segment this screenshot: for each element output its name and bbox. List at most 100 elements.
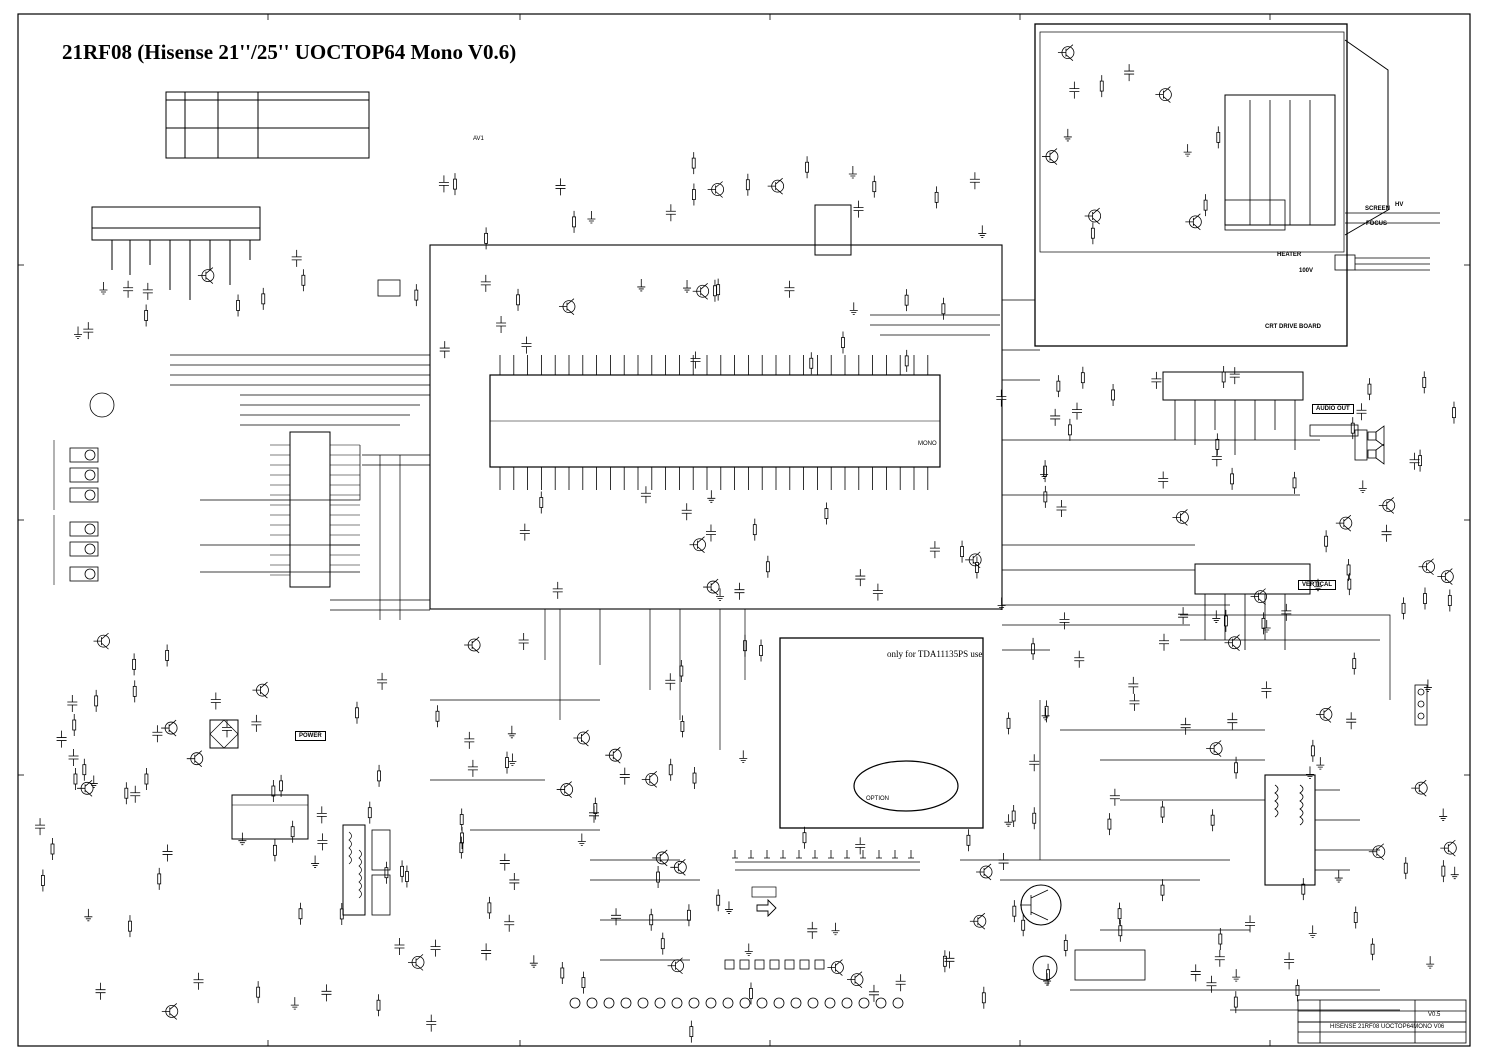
capacitor [83, 322, 94, 340]
capacitor [377, 672, 388, 690]
page-title: 21RF08 (Hisense 21''/25'' UOCTOP64 Mono … [62, 40, 517, 64]
transistor-leads [667, 957, 683, 975]
transistor-leads [1172, 509, 1188, 526]
resistor [82, 764, 87, 776]
test-point [814, 959, 825, 970]
resistor [656, 871, 660, 883]
option-label: OPTION [866, 796, 890, 802]
capacitor [555, 178, 566, 196]
screw-terminal [892, 997, 904, 1009]
resistor [377, 770, 381, 782]
transistor-leads [1084, 207, 1100, 225]
resistor [516, 294, 520, 306]
resistor [1111, 389, 1115, 401]
capacitor [499, 853, 510, 871]
transistor-leads [692, 282, 708, 300]
resistor [1203, 199, 1208, 211]
resistor [41, 875, 45, 886]
av1-label: AV1 [473, 136, 484, 142]
capacitor [1227, 712, 1238, 730]
screw-terminal [756, 997, 768, 1009]
capacitor [193, 972, 204, 990]
resistor [765, 561, 770, 573]
capacitor [521, 336, 532, 354]
resistor [1118, 925, 1123, 937]
resistor [841, 337, 845, 348]
resistor [301, 274, 306, 286]
capacitor [123, 280, 134, 298]
capacitor [519, 523, 530, 541]
resistor [128, 920, 132, 932]
resistor [298, 908, 303, 920]
transistor-leads [703, 578, 719, 596]
resistor [435, 710, 440, 722]
transistor-leads [1437, 568, 1453, 585]
capacitor [504, 914, 515, 932]
hv-label: HV [1395, 202, 1404, 208]
resistor [1006, 717, 1011, 729]
eeprom-ic [814, 204, 852, 256]
bus-tap [748, 850, 754, 859]
capacitor [1284, 952, 1295, 970]
scart-switch-ic [289, 431, 331, 588]
screw-terminal [807, 997, 819, 1009]
resistor [752, 524, 757, 536]
capacitor [640, 486, 651, 504]
option-note: only for TDA11135PS use [887, 649, 983, 659]
drawing-name: HISENSE 21RF08 UOCTOP64MONO V06 [1330, 1024, 1445, 1030]
capacitor [868, 984, 879, 1002]
capacitor [1190, 964, 1201, 982]
resistor [384, 867, 389, 879]
ground-symbol [1004, 814, 1013, 827]
transistor-leads [252, 681, 268, 699]
resistor [1324, 535, 1329, 547]
resistor [1221, 371, 1226, 383]
resistor [1012, 905, 1017, 917]
resistor [1292, 477, 1297, 489]
capacitor [705, 524, 716, 542]
capacitor [784, 280, 795, 298]
resistor [581, 977, 586, 989]
capacitor [394, 937, 405, 955]
capacitor [944, 951, 955, 969]
capacitor [518, 633, 529, 651]
transistor-leads [464, 636, 480, 654]
capacitor [552, 581, 563, 599]
smps-transformer [342, 824, 366, 916]
screw-terminal [586, 997, 598, 1009]
resistor [692, 772, 697, 784]
resistor [1353, 912, 1358, 923]
capacitor [1261, 681, 1272, 699]
resistor [745, 179, 750, 191]
resistor [1021, 919, 1026, 931]
capacitor [1381, 524, 1392, 542]
audio-out-label: AUDIO OUT [1312, 404, 1354, 414]
ground-symbol [290, 997, 299, 1010]
transistor-leads [161, 719, 177, 737]
screw-terminal [790, 997, 802, 1009]
transistor-leads [965, 551, 981, 569]
resistor [1422, 376, 1427, 388]
resistor [904, 294, 909, 306]
capacitor [1056, 499, 1067, 517]
resistor [459, 814, 464, 825]
ground-symbol [683, 280, 692, 293]
resistor [261, 293, 266, 305]
resistor [1447, 595, 1452, 606]
ground-symbol [1043, 973, 1052, 986]
capacitor [95, 982, 106, 1000]
screw-terminal [603, 997, 615, 1009]
capacitor [481, 943, 492, 961]
crt-board-label: CRT DRIVE BOARD [1265, 324, 1322, 330]
option-ellipse [853, 760, 959, 812]
resistor [759, 645, 763, 656]
transistor-leads [408, 954, 424, 971]
resistor [124, 787, 129, 799]
transistor-leads [558, 298, 575, 315]
capacitor [681, 503, 692, 521]
ground-symbol [1423, 679, 1432, 692]
resistor [94, 695, 99, 707]
resistor [72, 719, 77, 731]
capacitor [1109, 788, 1120, 806]
